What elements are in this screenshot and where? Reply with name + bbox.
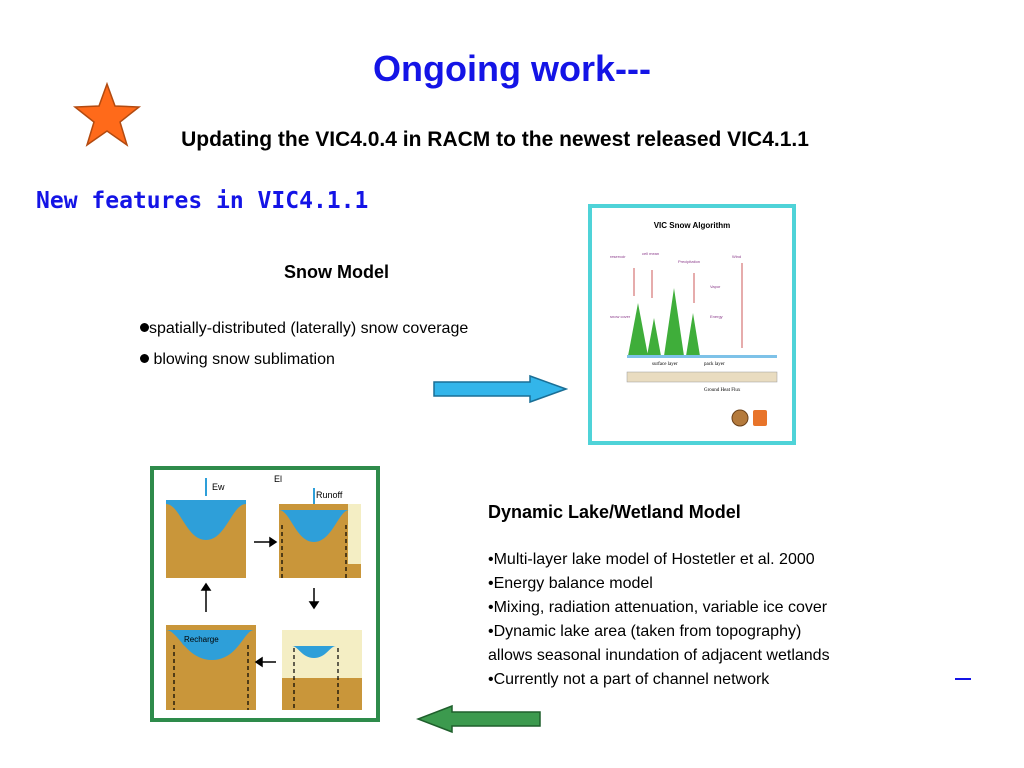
university-seal-logo (731, 409, 749, 427)
snow-diagram: VIC Snow Algorithm reservoir cell mean P… (610, 221, 778, 427)
shield-logo (753, 410, 767, 426)
lake-bullet: allows seasonal inundation of adjacent w… (488, 647, 830, 664)
surface-layer-label: surface layer (652, 362, 678, 367)
flux-arrows (633, 263, 743, 348)
snow-bullet-2-text: blowing snow sublimation (149, 351, 335, 368)
svg-text:Vapor: Vapor (710, 284, 721, 289)
arrow-right-icon (433, 374, 568, 404)
soil-band (626, 371, 778, 383)
lake-panel-1: Ew (166, 478, 246, 578)
lake-panel-4 (282, 630, 362, 710)
lake-wetland-figure: Ew El Runoff Recharge (150, 466, 380, 722)
corner-underline-mark (955, 678, 971, 680)
svg-text:Precipitation: Precipitation (678, 259, 700, 264)
snow-model-heading: Snow Model (284, 262, 389, 282)
slide-title: Ongoing work--- (373, 48, 651, 89)
figure-annotations: reservoir cell mean Precipitation Wind s… (610, 251, 741, 319)
bullet-dot (140, 323, 149, 332)
bullet-dot (140, 354, 149, 363)
el-label: El (274, 474, 282, 484)
lake-bullet: •Currently not a part of channel network (488, 671, 770, 688)
lake-diagram: Ew El Runoff Recharge (166, 474, 362, 710)
runoff-label: Runoff (316, 490, 343, 500)
svg-text:cell mean: cell mean (642, 251, 659, 256)
snow-bullet-1: spatially-distributed (laterally) snow c… (140, 320, 468, 338)
svg-text:reservoir: reservoir (610, 254, 626, 259)
lake-model-bullets: •Multi-layer lake model of Hostetler et … (488, 548, 830, 692)
snow-bullet-1-text: spatially-distributed (laterally) snow c… (149, 320, 469, 337)
lake-panel-2: El Runoff (274, 474, 361, 578)
cycle-arrows (200, 536, 320, 668)
snow-bullet-2: blowing snow sublimation (140, 351, 335, 369)
snow-figure-title: VIC Snow Algorithm (654, 221, 731, 230)
star-icon (72, 82, 142, 147)
slide-subtitle: Updating the VIC4.0.4 in RACM to the new… (181, 128, 809, 151)
lake-panel-3: Recharge (166, 625, 256, 710)
recharge-label: Recharge (184, 635, 219, 644)
ew-label: Ew (212, 482, 225, 492)
pack-layer-label: pack layer (704, 362, 725, 367)
arrow-left-icon (416, 704, 541, 734)
ground-heat-flux-label: Ground Heat Flux (704, 388, 741, 393)
lake-bullet: •Dynamic lake area (taken from topograph… (488, 623, 802, 640)
svg-text:snow cover: snow cover (610, 314, 631, 319)
tree-icons (628, 288, 700, 356)
lake-bullet: •Energy balance model (488, 575, 653, 592)
svg-text:Wind: Wind (732, 254, 741, 259)
svg-text:Energy: Energy (710, 314, 723, 319)
surface-band (627, 355, 777, 358)
lake-bullet: •Multi-layer lake model of Hostetler et … (488, 551, 815, 568)
lake-bullet: •Mixing, radiation attenuation, variable… (488, 599, 828, 616)
lake-model-heading: Dynamic Lake/Wetland Model (488, 502, 741, 522)
snow-algorithm-figure: VIC Snow Algorithm reservoir cell mean P… (588, 204, 796, 445)
features-heading: New features in VIC4.1.1 (36, 188, 369, 214)
